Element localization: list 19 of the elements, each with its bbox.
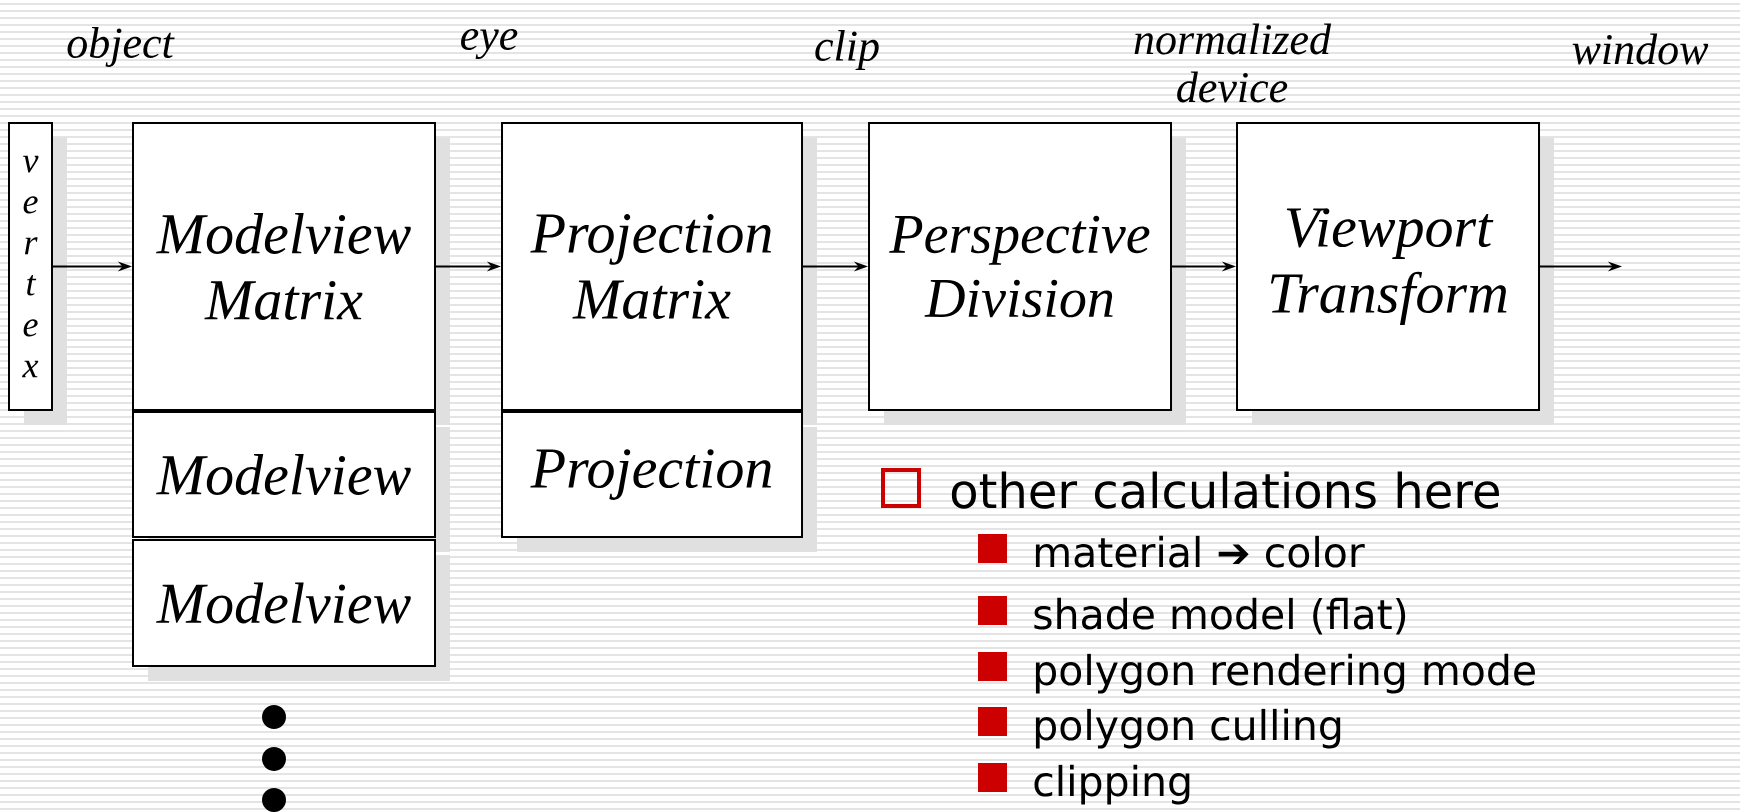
stage-label: clip: [815, 30, 879, 70]
bullet-text: material ➔ color: [1035, 535, 1365, 568]
process-box: Modelview Matrix: [132, 122, 450, 425]
bullet-text: polygon culling: [1035, 708, 1341, 749]
bullet-text: polygon rendering mode: [1035, 653, 1535, 694]
process-box: Projection: [501, 411, 817, 552]
process-box: Viewport Transform: [1236, 122, 1554, 425]
stage-label: window: [1572, 33, 1709, 65]
stage-label: normalized device: [1134, 23, 1332, 103]
bullet-text: shade model (flat): [1034, 597, 1406, 635]
bullet-text: clipping: [1034, 764, 1190, 805]
process-box: Projection Matrix: [501, 122, 817, 425]
vertex-box: vertex: [8, 122, 67, 425]
process-box: Modelview: [132, 539, 450, 681]
process-box: Modelview: [132, 411, 450, 552]
stage-label: object: [67, 27, 175, 67]
stage-label: eye: [461, 28, 518, 60]
process-box: Perspective Division: [868, 122, 1186, 425]
bullet-text: other calculations here: [951, 471, 1499, 509]
